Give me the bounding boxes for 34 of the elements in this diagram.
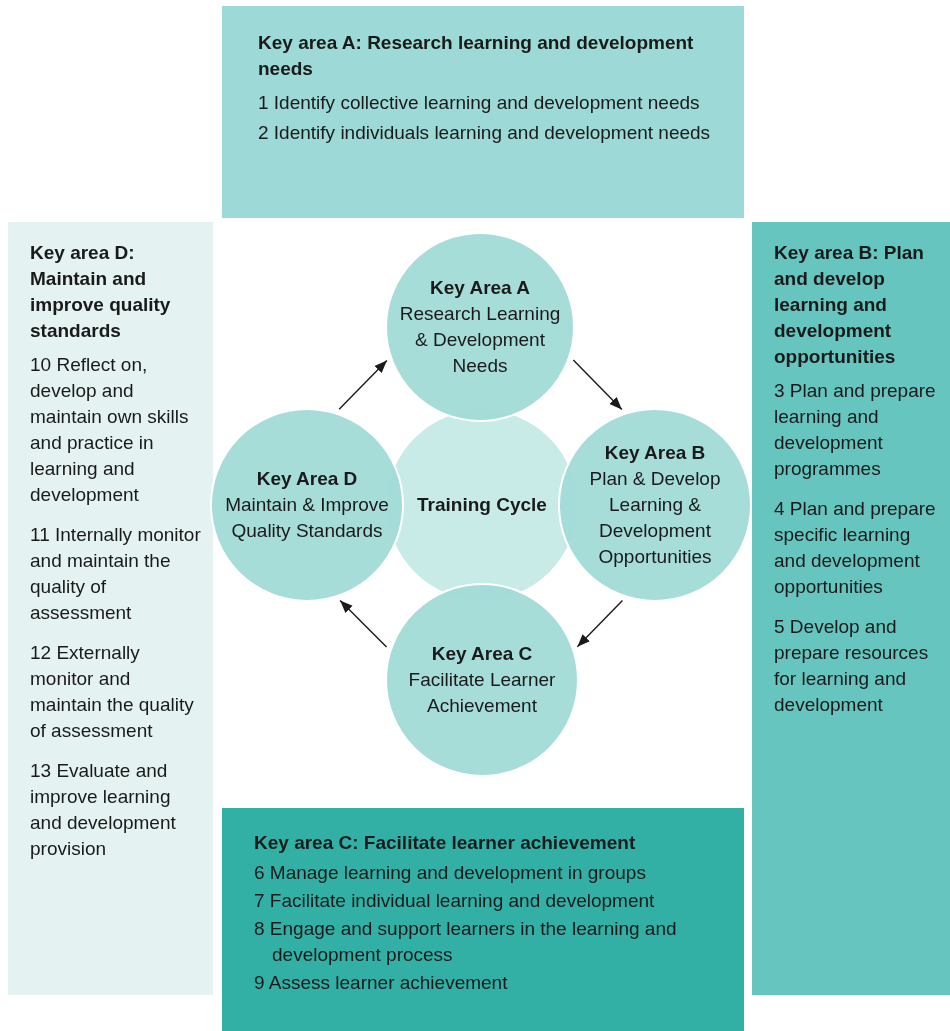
arrow bbox=[572, 359, 623, 411]
heading-text: Key area A: Research learning and development needs bbox=[258, 31, 695, 81]
list-item-text: 2 Identify individuals learning and development needs bbox=[258, 121, 712, 145]
list-item-text: 9 Assess learner achievement bbox=[254, 971, 509, 995]
arrow bbox=[576, 599, 624, 648]
list-item-text: 11 Internally monitor and maintain the quality of assessment bbox=[30, 523, 202, 625]
list-item-text: 12 Externally monitor and maintain the quality of assessment bbox=[30, 641, 195, 743]
circle-text: Facilitate Learner Achievement bbox=[407, 668, 557, 718]
key-area-panel bbox=[752, 222, 950, 995]
heading-text: Training Cycle bbox=[417, 493, 547, 517]
heading-text: Key Area C bbox=[431, 642, 533, 666]
heading-text: Key area D: Maintain and improve quality standards bbox=[30, 241, 172, 343]
circle-text: Research Learning & Development Needs bbox=[398, 302, 562, 378]
list-item-text: 13 Evaluate and improve learning and development provision bbox=[30, 759, 177, 861]
key-area-panel bbox=[222, 808, 744, 1031]
list-item-text: 6 Manage learning and development in groups bbox=[254, 861, 647, 885]
heading-text: Key Area D bbox=[256, 467, 358, 491]
key-area-panel bbox=[222, 6, 744, 218]
list-item-text: 3 Plan and prepare learning and development programmes bbox=[774, 379, 937, 481]
circle-text: Plan & Develop Learning & Development Opportunities bbox=[588, 467, 722, 569]
list-item-text: 8 Engage and support learners in the learning and development process bbox=[254, 917, 678, 967]
key-area-panel bbox=[8, 222, 213, 995]
circle-text: Maintain & Improve Quality Standards bbox=[224, 493, 390, 543]
list-item-text: 5 Develop and prepare resources for learning and development bbox=[774, 615, 930, 717]
heading-text: Key area B: Plan and develop learning and development opportunities bbox=[774, 241, 925, 369]
list-item-text: 1 Identify collective learning and development needs bbox=[258, 91, 701, 115]
arrow bbox=[339, 599, 388, 648]
list-item-text: 7 Facilitate individual learning and development bbox=[254, 889, 656, 913]
heading-text: Key area C: Facilitate learner achievement bbox=[254, 831, 637, 855]
heading-text: Key Area B bbox=[604, 441, 706, 465]
heading-text: Key Area A bbox=[430, 276, 530, 300]
list-item-text: 4 Plan and prepare specific learning and development opportunities bbox=[774, 497, 937, 599]
arrow bbox=[338, 359, 388, 410]
list-item-text: 10 Reflect on, develop and maintain own skills and practice in learning and development bbox=[30, 353, 190, 507]
